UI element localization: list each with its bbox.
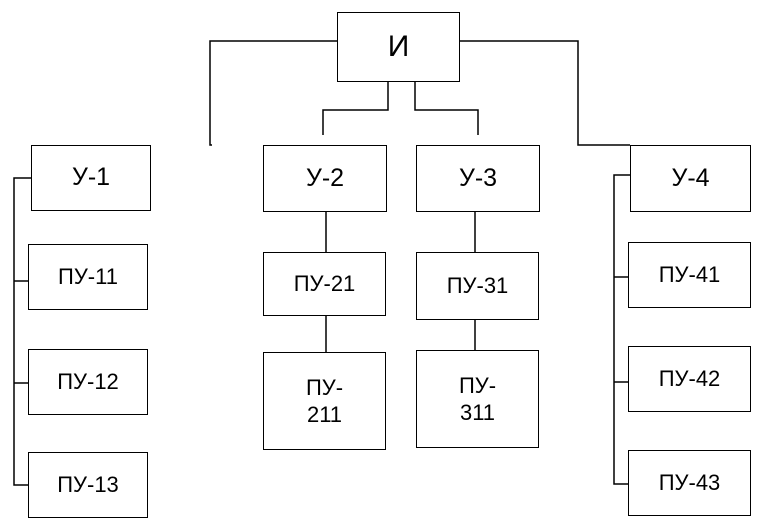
- subunit-label: ПУ-13: [57, 472, 119, 498]
- subunit-node-pu12: ПУ-12: [28, 349, 148, 415]
- subunit-node-pu43: ПУ-43: [628, 450, 751, 516]
- connector-u4-children: [613, 174, 630, 485]
- subunit-node-pu211: ПУ- 211: [263, 352, 386, 450]
- connector-u1-children: [13, 177, 31, 486]
- subunit-node-pu11: ПУ-11: [28, 244, 148, 310]
- subunit-label: ПУ-41: [658, 262, 721, 288]
- subunit-label: ПУ-12: [57, 369, 119, 395]
- subunit-label: ПУ- 211: [305, 374, 344, 428]
- root-label: И: [387, 30, 410, 64]
- subunit-node-pu41: ПУ-41: [628, 242, 751, 308]
- connector-root-u4: [459, 40, 630, 146]
- unit-node-u3: У-3: [416, 145, 540, 212]
- connector-root-u3: [414, 82, 479, 135]
- subunit-label: ПУ-43: [658, 470, 721, 496]
- root-node: И: [337, 12, 460, 82]
- unit-node-u1: У-1: [31, 145, 151, 211]
- subunit-node-pu311: ПУ- 311: [416, 350, 539, 448]
- subunit-node-pu31: ПУ-31: [416, 252, 539, 320]
- subunit-label: ПУ-42: [658, 366, 721, 392]
- unit-label: У-3: [458, 163, 498, 192]
- subunit-node-pu13: ПУ-13: [28, 452, 148, 518]
- unit-label: У-1: [71, 163, 111, 192]
- subunit-label: ПУ-31: [446, 273, 509, 299]
- subunit-label: ПУ-21: [293, 271, 356, 297]
- unit-label: У-2: [305, 163, 345, 192]
- subunit-node-pu21: ПУ-21: [263, 252, 386, 316]
- connector-root-u2: [322, 82, 389, 135]
- unit-label: У-4: [671, 163, 710, 192]
- subunit-label: ПУ-11: [58, 264, 118, 290]
- unit-node-u4: У-4: [630, 145, 751, 212]
- connector-root-u1: [209, 40, 337, 146]
- unit-node-u2: У-2: [263, 145, 387, 212]
- subunit-label: ПУ- 311: [458, 372, 497, 426]
- subunit-node-pu42: ПУ-42: [628, 346, 751, 412]
